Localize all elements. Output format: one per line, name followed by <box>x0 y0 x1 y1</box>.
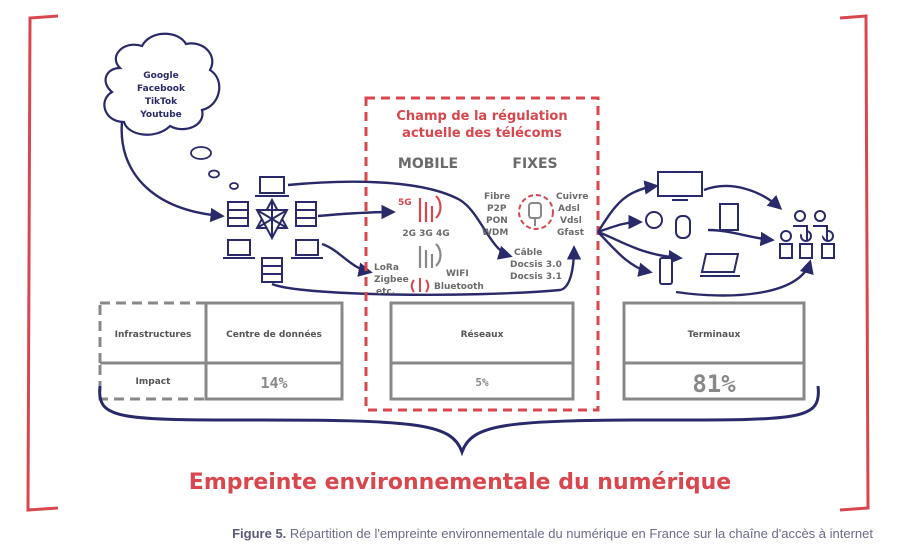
mobile-heading: MOBILE <box>398 156 458 172</box>
cloud-service-google: Google <box>143 71 178 81</box>
cloud-icon: Google Facebook TikTok Youtube <box>103 32 221 136</box>
datacenter-to-fixed-arrow <box>287 180 513 260</box>
fibre-label: Fibre <box>484 192 510 202</box>
terminal-arrows <box>596 180 814 297</box>
docsis30-label: Docsis 3.0 <box>510 260 562 270</box>
zigbee-label: Zigbee <box>374 275 409 285</box>
tv-icon <box>657 171 703 201</box>
plug-icon <box>518 194 554 230</box>
impact-row-label-box <box>98 361 208 401</box>
terminals-label: Terminaux <box>688 330 741 340</box>
laptop-icon <box>291 239 323 259</box>
cloud-service-youtube: Youtube <box>139 110 182 120</box>
p2p-label: P2P <box>487 204 507 214</box>
etc-label: etc. <box>376 287 395 297</box>
terminals-impact: 81% <box>692 370 736 398</box>
regulation-title-line1: Champ de la régulation <box>396 109 567 124</box>
cloud-to-datacenter-arrow <box>120 121 225 223</box>
server-icon <box>295 201 317 227</box>
laptop-icon <box>700 253 740 277</box>
cuivre-label: Cuivre <box>556 192 589 202</box>
figure-caption-label: Figure 5. <box>232 526 287 541</box>
datacenter-cluster-icon <box>223 176 323 283</box>
antenna-wifi-icon <box>418 243 442 268</box>
users-icon <box>779 210 835 259</box>
bluetooth-icon <box>410 278 430 293</box>
terminals-impact-cell <box>622 361 806 401</box>
docsis31-label: Docsis 3.1 <box>510 272 562 282</box>
watch-icon <box>645 211 663 229</box>
datacenter-to-wifi-arrow <box>321 242 373 277</box>
datacenter-label: Centre de données <box>226 329 322 340</box>
laptop-icon <box>223 239 255 259</box>
datacenter-impact: 14% <box>260 374 287 392</box>
laptop-icon <box>255 176 289 197</box>
cloud-service-tiktok: TikTok <box>145 97 178 107</box>
wifi-label: WIFI <box>446 269 469 279</box>
server-icon <box>227 201 249 227</box>
networks-impact: 5% <box>475 376 489 389</box>
wdm-label: WDM <box>482 228 508 238</box>
footer-title: Empreinte environnementale du numérique <box>189 470 731 495</box>
datacenter-to-cable-arrow <box>271 245 582 296</box>
bluetooth-label: Bluetooth <box>434 282 484 292</box>
infra-row-label: Infrastructures <box>115 330 192 340</box>
vdsl-label: Vdsl <box>560 216 582 226</box>
datacenter-to-5g-arrow <box>317 204 396 220</box>
tablet-icon <box>719 203 739 231</box>
antenna-5g-icon <box>418 195 442 222</box>
datacenter-impact-cell <box>204 361 344 401</box>
fixes-heading: FIXES <box>512 156 557 172</box>
mobile-generations-label: 2G 3G 4G <box>402 229 449 239</box>
figure-caption-text: Répartition de l'empreinte environnement… <box>286 526 873 541</box>
curly-brace <box>98 385 820 457</box>
adsl-label: Adsl <box>558 204 580 214</box>
impact-row-label: Impact <box>136 377 172 387</box>
thought-bubbles-icon <box>190 146 239 190</box>
mobile-5g-label: 5G <box>398 198 412 208</box>
smartphone-icon <box>659 257 673 285</box>
pon-label: PON <box>486 216 508 226</box>
right-red-bracket <box>839 14 870 512</box>
network-star-icon <box>255 197 289 241</box>
cable-label: Câble <box>514 248 542 258</box>
server-icon <box>261 257 283 283</box>
terminal-devices <box>645 171 835 285</box>
regulation-title-line2: actuelle des télécoms <box>402 126 562 141</box>
regulation-scope-box <box>364 96 600 412</box>
left-red-bracket <box>26 14 59 512</box>
networks-label: Réseaux <box>461 329 504 340</box>
cloud-service-facebook: Facebook <box>137 84 186 94</box>
figure-caption: Figure 5. Répartition de l'empreinte env… <box>232 526 873 541</box>
speaker-icon <box>675 215 691 239</box>
gfast-label: Gfast <box>557 228 585 238</box>
networks-impact-cell <box>389 361 575 401</box>
lora-label: LoRa <box>374 263 399 273</box>
